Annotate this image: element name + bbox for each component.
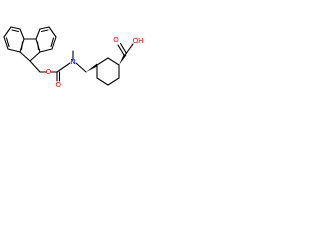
bond [5,37,10,48]
stereo-wedge [86,63,97,72]
bond [119,42,128,55]
bond [36,41,40,51]
bond [35,28,41,40]
bond [11,29,20,33]
fluorene-group [3,26,57,62]
atom-label-hydroxyl: OH [133,37,144,45]
bond [19,51,31,62]
bond [50,37,55,48]
bond [20,41,24,51]
stereo-wedge [119,55,127,65]
bond [107,57,120,66]
bond [107,77,120,86]
atom-label-oxygen-acid-carbonyl: O [113,36,119,44]
bond [48,26,57,38]
chemical-structure: O O N OH O [3,26,144,89]
bond [3,36,9,50]
bond [19,28,25,40]
bond [117,44,125,56]
bond [40,29,49,33]
atom-labels: O O N OH O [46,36,144,89]
bond [96,57,109,66]
bond [10,26,21,30]
atom-label-nitrogen: N [70,58,75,66]
bond [51,36,57,50]
structure-canvas: O O N OH O [0,0,152,152]
bond [29,51,41,62]
carbamate-linker [29,50,87,82]
bond [3,26,12,38]
bond [56,62,71,73]
bond [75,62,87,73]
atom-label-oxygen-carbonyl: O [56,81,62,89]
bond [39,26,50,30]
carboxylic-acid [117,42,134,56]
bond [29,60,41,73]
atom-label-oxygen-ester: O [46,68,52,76]
bond [39,48,53,53]
cyclohexane-ring [86,55,127,86]
bond [96,77,109,86]
bond [7,48,21,53]
